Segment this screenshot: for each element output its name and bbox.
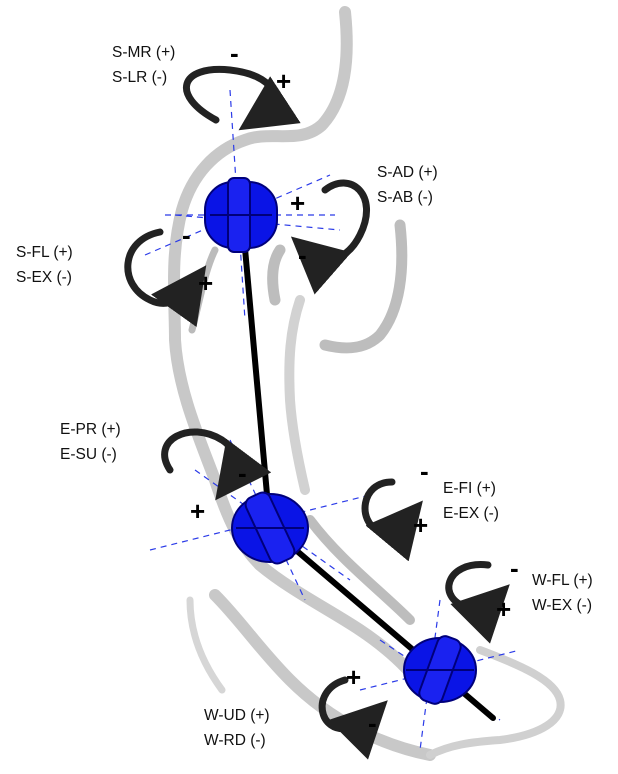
label-w-ex: W-EX (-)	[532, 597, 592, 614]
rotation-arrows	[124, 65, 510, 760]
label-e-su: E-SU (-)	[60, 446, 117, 463]
wrist-flexion-arrow	[445, 561, 510, 644]
label-w-rd: W-RD (-)	[204, 732, 266, 749]
label-wrist-flexion: W-FL (+) W-EX (-)	[532, 568, 593, 618]
label-wrist-deviation: W-UD (+) W-RD (-)	[204, 703, 270, 753]
label-s-ex: S-EX (-)	[16, 269, 72, 286]
label-s-lr: S-LR (-)	[112, 69, 168, 86]
label-shoulder-rotation: S-MR (+) S-LR (-)	[112, 40, 175, 90]
sign-shoulder-flexion-minus: -	[182, 220, 191, 250]
label-e-fi: E-FI (+)	[443, 480, 496, 497]
shoulder-rotation-arrow	[183, 65, 301, 131]
sign-shoulder-flexion-plus: +	[198, 268, 214, 298]
sign-shoulder-abduction-plus: +	[290, 188, 306, 218]
elbow-flexion-arrow	[361, 478, 423, 562]
sign-wrist-flexion-plus: +	[496, 594, 512, 624]
label-shoulder-abduction: S-AD (+) S-AB (-)	[377, 160, 438, 210]
sign-shoulder-rotation-plus: +	[276, 66, 292, 96]
label-elbow-pronation: E-PR (+) E-SU (-)	[60, 417, 121, 467]
wrist-joint	[403, 635, 477, 705]
sign-elbow-pronation-plus: +	[190, 496, 206, 526]
elbow-joint	[231, 491, 309, 565]
label-s-ad: S-AD (+)	[377, 164, 438, 181]
sign-wrist-flexion-minus: -	[510, 553, 519, 583]
shoulder-abduction-arrow	[290, 179, 370, 295]
label-e-pr: E-PR (+)	[60, 421, 121, 438]
elbow-pronation-arrow	[161, 428, 272, 501]
label-w-ud: W-UD (+)	[204, 707, 270, 724]
sign-wrist-deviation-plus: +	[346, 662, 362, 692]
sign-shoulder-rotation-minus: -	[230, 38, 239, 68]
label-w-fl: W-FL (+)	[532, 572, 593, 589]
label-e-ex: E-EX (-)	[443, 505, 499, 522]
torso-outline	[267, 219, 408, 354]
wrist-deviation-arrow	[318, 676, 388, 760]
sign-elbow-pronation-minus: -	[238, 458, 247, 488]
shoulder-joint	[204, 177, 278, 253]
label-shoulder-flexion: S-FL (+) S-EX (-)	[16, 240, 73, 290]
label-s-ab: S-AB (-)	[377, 189, 433, 206]
label-s-mr: S-MR (+)	[112, 44, 176, 61]
label-elbow-flexion: E-FI (+) E-EX (-)	[443, 476, 499, 526]
sign-wrist-deviation-minus: -	[368, 708, 377, 738]
sign-elbow-flexion-minus: -	[420, 456, 429, 486]
shoulder-flexion-arrow	[124, 228, 207, 328]
sign-elbow-flexion-plus: +	[413, 510, 429, 540]
label-s-fl: S-FL (+)	[16, 244, 73, 261]
sign-shoulder-abduction-minus: -	[298, 240, 307, 270]
